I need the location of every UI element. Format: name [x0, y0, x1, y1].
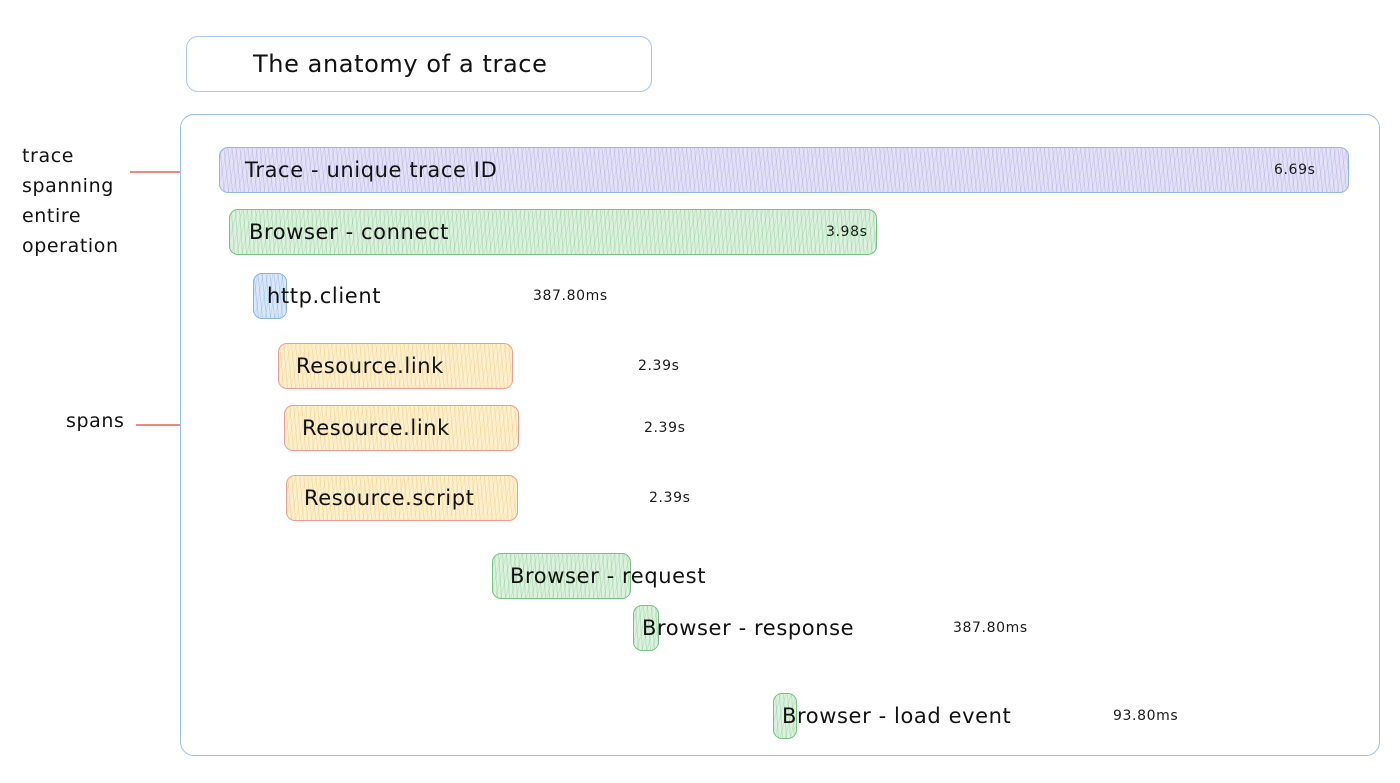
span-duration: 2.39s	[638, 358, 680, 374]
page-title: The anatomy of a trace	[253, 50, 548, 78]
span-duration: 2.39s	[644, 420, 686, 436]
span-bar[interactable]	[278, 343, 513, 389]
span-label: Browser - load event	[782, 703, 1012, 728]
span-bar[interactable]	[253, 273, 287, 319]
annotation-trace-leader-line	[130, 171, 202, 173]
span-bar[interactable]	[286, 475, 518, 521]
span-duration: 6.69s	[1274, 162, 1316, 178]
span-duration: 3.98s	[826, 224, 868, 240]
span-row[interactable]: Browser - response 387.80ms	[181, 605, 1341, 651]
span-duration: 387.80ms	[953, 620, 1028, 636]
annotation-trace-label: trace spanning entire operation	[22, 145, 119, 257]
span-bar[interactable]	[219, 147, 1349, 193]
span-bar[interactable]	[229, 209, 877, 255]
span-duration: 387.80ms	[533, 288, 608, 304]
span-duration: 93.80ms	[1113, 708, 1179, 724]
span-bar[interactable]	[284, 405, 519, 451]
span-row[interactable]: Browser - load event 93.80ms	[181, 693, 1341, 739]
title-box: The anatomy of a trace	[186, 36, 652, 92]
annotation-spans-leader-line	[136, 424, 202, 426]
span-bar[interactable]	[633, 605, 659, 651]
annotation-spans-label: spans	[66, 410, 125, 432]
span-bar[interactable]	[773, 693, 797, 739]
span-label: Browser - response	[642, 615, 855, 640]
span-row[interactable]: Browser - request	[181, 553, 1341, 599]
span-bar[interactable]	[492, 553, 631, 599]
span-duration: 2.39s	[649, 490, 691, 506]
